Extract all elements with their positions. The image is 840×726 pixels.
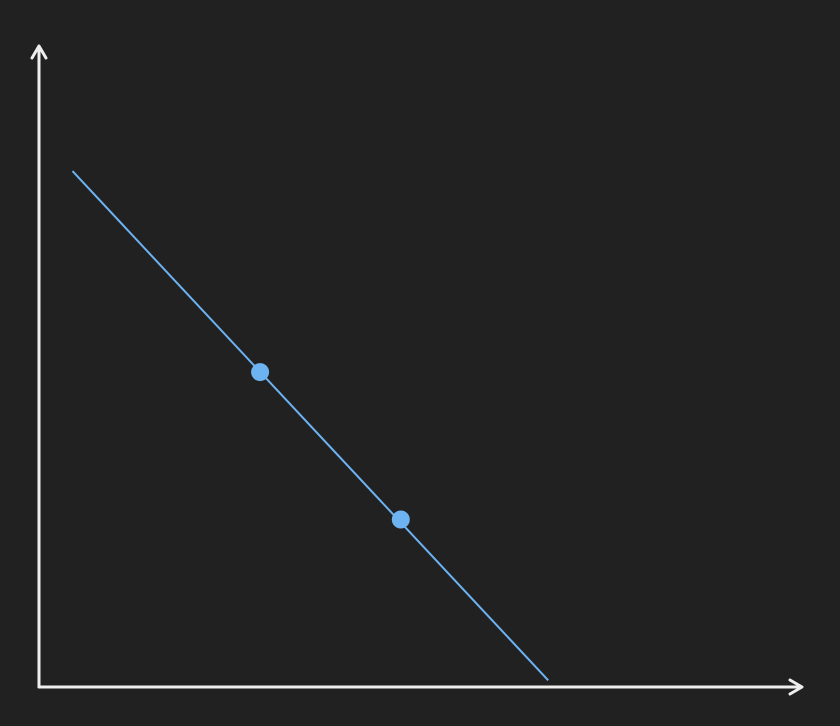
data-point-1 bbox=[251, 363, 270, 382]
axes bbox=[30, 44, 804, 696]
plot-area bbox=[71, 170, 549, 681]
series-line bbox=[71, 170, 549, 681]
data-point-2 bbox=[391, 510, 410, 529]
x-axis-arrowhead bbox=[788, 678, 804, 696]
y-axis-arrowhead bbox=[30, 44, 48, 60]
